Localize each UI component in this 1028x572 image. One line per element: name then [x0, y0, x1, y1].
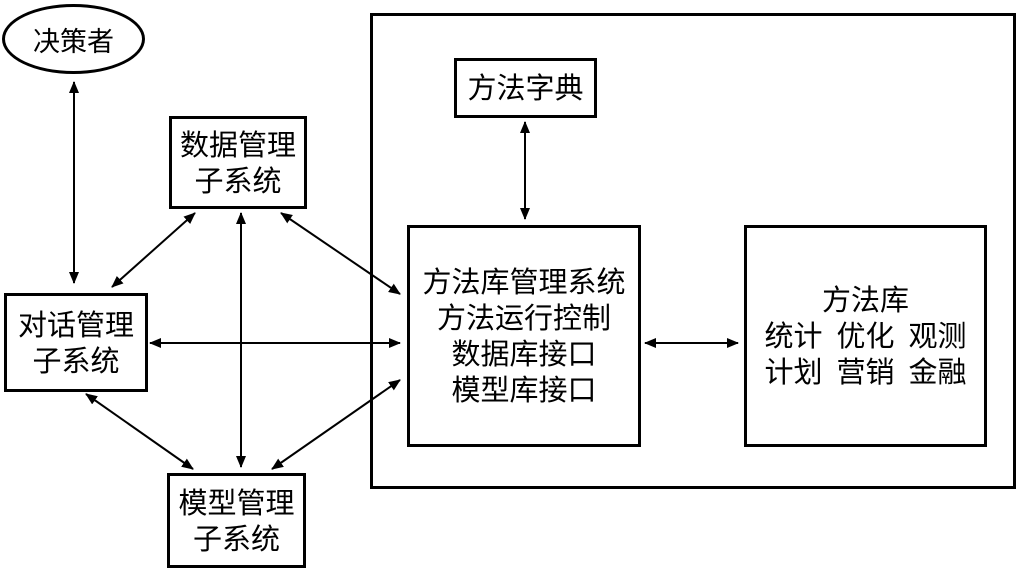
method-item: 计划: [764, 355, 823, 389]
method-library-title: 方法库: [821, 283, 909, 317]
method-dictionary-node: 方法字典: [454, 58, 597, 118]
data-mgmt-to-method-mgmt-arrow: [280, 212, 401, 295]
method-item: 统计: [764, 319, 823, 353]
method-dictionary-label: 方法字典: [467, 71, 584, 105]
dialog-management-subsystem-node: 对话管理 子系统: [4, 293, 148, 392]
model-mgmt-line-2: 子系统: [192, 521, 280, 556]
data-management-subsystem-node: 数据管理 子系统: [169, 116, 307, 209]
dialog-mgmt-line-2: 子系统: [32, 343, 120, 378]
model-management-subsystem-node: 模型管理 子系统: [167, 473, 306, 568]
method-lib-mgmt-line-2: 方法运行控制: [436, 301, 611, 335]
dialog-mgmt-line-1: 对话管理: [17, 307, 134, 342]
method-item: 金融: [908, 355, 967, 389]
data-mgmt-to-dialog-arrow: [111, 212, 196, 288]
method-item: 优化: [836, 319, 895, 353]
decision-maker-label: 决策者: [33, 26, 114, 58]
method-item: 观测: [908, 319, 967, 353]
method-library-node: 方法库 统计 优化 观测 计划 营销 金融: [744, 225, 987, 447]
dialog-to-model-mgmt-arrow: [85, 393, 194, 470]
decision-maker-node: 决策者: [2, 4, 145, 74]
method-library-management-node: 方法库管理系统 方法运行控制 数据库接口 模型库接口: [407, 225, 641, 447]
method-library-row-2: 计划 营销 金融: [764, 354, 966, 390]
data-mgmt-line-2: 子系统: [194, 163, 282, 198]
method-lib-mgmt-line-1: 方法库管理系统: [422, 265, 626, 299]
data-mgmt-line-1: 数据管理: [179, 127, 296, 162]
model-mgmt-to-method-mgmt-arrow: [271, 379, 401, 470]
method-library-row-1: 统计 优化 观测: [764, 318, 966, 354]
method-item: 营销: [836, 355, 895, 389]
method-subsystem-frame: [370, 13, 1016, 489]
model-mgmt-line-1: 模型管理: [178, 485, 295, 520]
method-lib-mgmt-line-4: 模型库接口: [451, 373, 597, 407]
method-lib-mgmt-line-3: 数据库接口: [451, 337, 597, 371]
